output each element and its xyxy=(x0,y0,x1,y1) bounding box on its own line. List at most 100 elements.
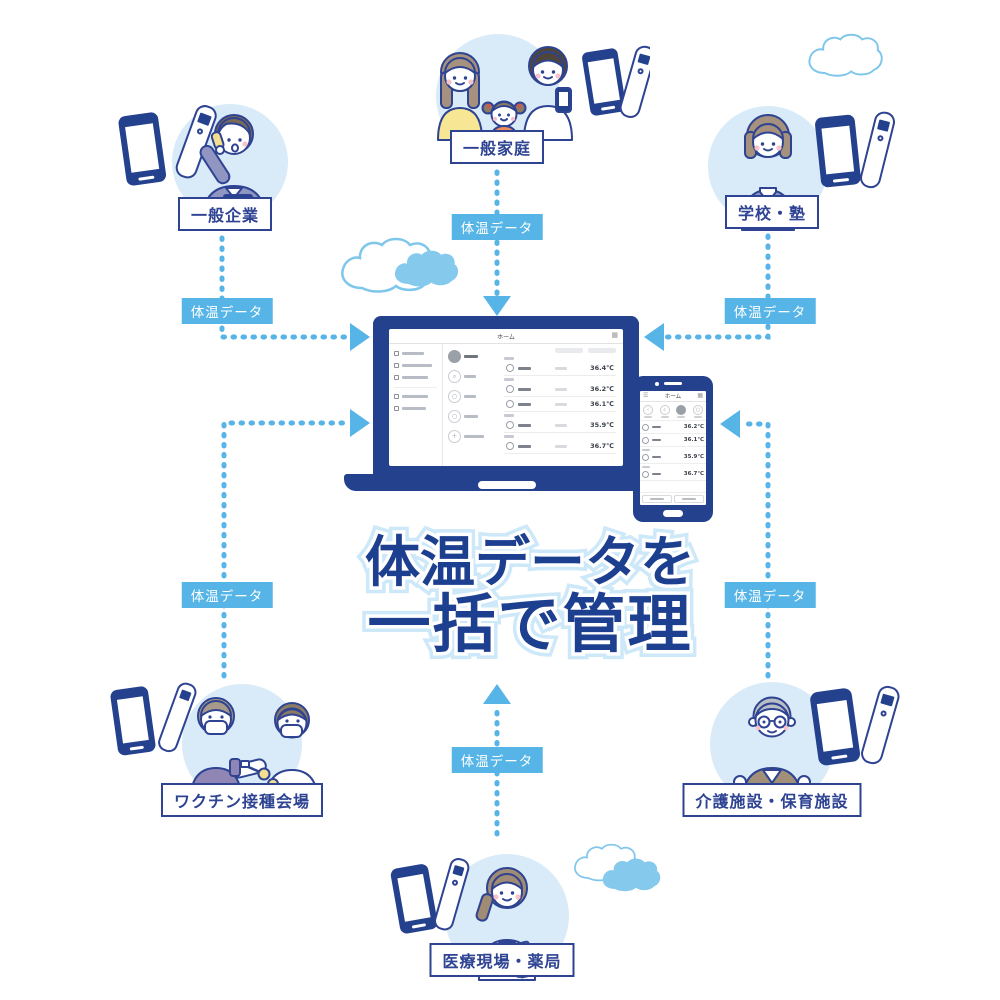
laptop-notch xyxy=(478,481,536,489)
thermometer-icon xyxy=(158,682,197,753)
label-company: 一般企業 xyxy=(177,197,273,231)
apps-grid-icon: ▦ xyxy=(697,392,703,399)
avatar xyxy=(506,400,514,408)
account-icon xyxy=(394,394,399,399)
smartphone-icon xyxy=(110,686,156,756)
chip-temp-data-top: 体温データ xyxy=(451,214,543,240)
cloud-white-topright xyxy=(808,33,883,77)
filter-add-group: ＋ xyxy=(448,430,492,443)
label-care-facility: 介護施設・保育施設 xyxy=(682,783,862,817)
headline-white-layer: 体温データを 一括で管理 xyxy=(361,530,698,661)
member-row: 36.1℃ xyxy=(640,434,706,447)
label-medical: 医療現場・薬局 xyxy=(429,943,575,977)
chip-temp-data-bottomleft: 体温データ xyxy=(181,582,273,608)
avatar xyxy=(506,442,514,450)
chip-temp-data-bottom: 体温データ xyxy=(451,747,543,773)
sidebar-item xyxy=(394,351,437,356)
laptop-filter-column: ⌕ ○ ○ ＋ xyxy=(443,344,497,466)
phone-filter-row: ‹ ⌕ ○ xyxy=(640,402,706,421)
headline-text: 体温データを 一括で管理 xyxy=(325,530,735,661)
avatar xyxy=(642,470,649,478)
label-vaccine-site: ワクチン接種会場 xyxy=(160,783,324,817)
temperature-value: 36.2℃ xyxy=(683,424,704,430)
sidebar-item xyxy=(394,363,437,368)
mother-figure xyxy=(437,52,483,141)
search-icon: ⌕ xyxy=(659,405,670,415)
phone-speaker xyxy=(664,382,682,385)
phone-home-button xyxy=(663,510,683,517)
sidebar-item xyxy=(394,394,437,399)
headline-line2: 一括で管理 xyxy=(367,587,693,661)
member-row: 36.1℃ xyxy=(504,397,616,412)
smartphone: ☰ ホーム ▦ ‹ ⌕ ○ 36.2℃ 36.1℃ 35.9℃ 36.7℃ xyxy=(633,376,713,522)
filter-item: ○ xyxy=(448,390,492,403)
headline-line1: 体温データを xyxy=(364,530,695,594)
sidebar-item xyxy=(394,406,437,411)
pin-icon: ○ xyxy=(692,405,703,415)
apps-grid-icon: ▦ xyxy=(611,331,618,339)
phone-screen: ☰ ホーム ▦ ‹ ⌕ ○ 36.2℃ 36.1℃ 35.9℃ 36.7℃ xyxy=(640,391,706,505)
phone-footer-buttons xyxy=(640,492,706,505)
arrow-company-line xyxy=(219,235,353,340)
member-row: 35.9℃ xyxy=(504,418,616,433)
smartphone-icon xyxy=(810,688,861,766)
selected-filter xyxy=(676,405,687,415)
member-row: 35.9℃ xyxy=(640,451,706,464)
smartphone-icon xyxy=(815,114,861,188)
member-row: 36.2℃ xyxy=(504,382,616,397)
phone-app-title: ホーム xyxy=(664,394,682,400)
headline: 体温データを 一括で管理 体温データを 一括で管理 体温データを 一括で管理 xyxy=(325,526,735,674)
chip-temp-data-right: 体温データ xyxy=(724,298,816,324)
filter-search: ⌕ xyxy=(448,370,492,383)
thermometer-icon xyxy=(861,685,900,765)
laptop-app-header: ホーム ▦ xyxy=(389,329,623,344)
thermometer-icon xyxy=(434,858,470,931)
laptop-app-title: ホーム xyxy=(497,333,515,341)
temperature-value: 36.1℃ xyxy=(683,437,704,443)
arrowhead-left2-icon xyxy=(720,410,740,438)
laptop-screen: ホーム ▦ ⌕ ○ ○ ＋ xyxy=(389,329,623,466)
arrowhead-right2-icon xyxy=(350,409,370,437)
add-icon: ＋ xyxy=(448,430,461,443)
back-icon: ‹ xyxy=(643,405,653,415)
filter-item: ○ xyxy=(448,410,492,423)
temperature-value: 36.4℃ xyxy=(590,364,614,372)
logout-icon xyxy=(394,406,399,411)
temperature-value: 36.2℃ xyxy=(590,385,614,393)
smartphone-icon xyxy=(390,864,438,934)
label-household: 一般家庭 xyxy=(449,130,545,164)
phone-camera xyxy=(655,382,659,386)
temperature-value: 36.1℃ xyxy=(590,400,614,408)
sidebar-item xyxy=(394,375,437,380)
thermometer-icon xyxy=(860,111,896,189)
label-school: 学校・塾 xyxy=(724,195,820,229)
company-illustration xyxy=(118,104,288,225)
chip-temp-data-bottomright: 体温データ xyxy=(724,582,816,608)
laptop-sidebar xyxy=(389,344,443,466)
avatar xyxy=(506,364,514,372)
member-row: 36.4℃ xyxy=(504,361,616,376)
laptop-member-list: 36.4℃ 36.2℃ 36.1℃ 35.9℃ 36.7℃ xyxy=(497,344,623,466)
arrowhead-left-icon xyxy=(644,323,664,351)
headline-outline-layer: 体温データを 一括で管理 xyxy=(358,526,702,664)
temperature-value: 36.7℃ xyxy=(683,471,704,477)
filter-all xyxy=(448,350,492,363)
group-icon xyxy=(394,363,399,368)
avatar xyxy=(506,421,514,429)
avatar xyxy=(506,385,514,393)
avatar xyxy=(642,453,649,461)
data-icon xyxy=(394,375,399,380)
member-row: 36.2℃ xyxy=(640,421,706,434)
search-icon: ⌕ xyxy=(448,370,461,383)
arrow-vaccine-line xyxy=(221,420,353,679)
home-icon xyxy=(394,351,399,356)
chip-temp-data-left: 体温データ xyxy=(181,298,273,324)
avatar xyxy=(642,436,649,444)
avatar xyxy=(642,423,649,431)
temperature-value: 36.7℃ xyxy=(590,442,614,450)
arrowheads xyxy=(350,296,740,704)
arrowhead-right-icon xyxy=(350,323,370,351)
thermometer-icon xyxy=(175,105,217,179)
smartphone-icon xyxy=(118,112,167,186)
laptop: ホーム ▦ ⌕ ○ ○ ＋ xyxy=(373,316,639,476)
